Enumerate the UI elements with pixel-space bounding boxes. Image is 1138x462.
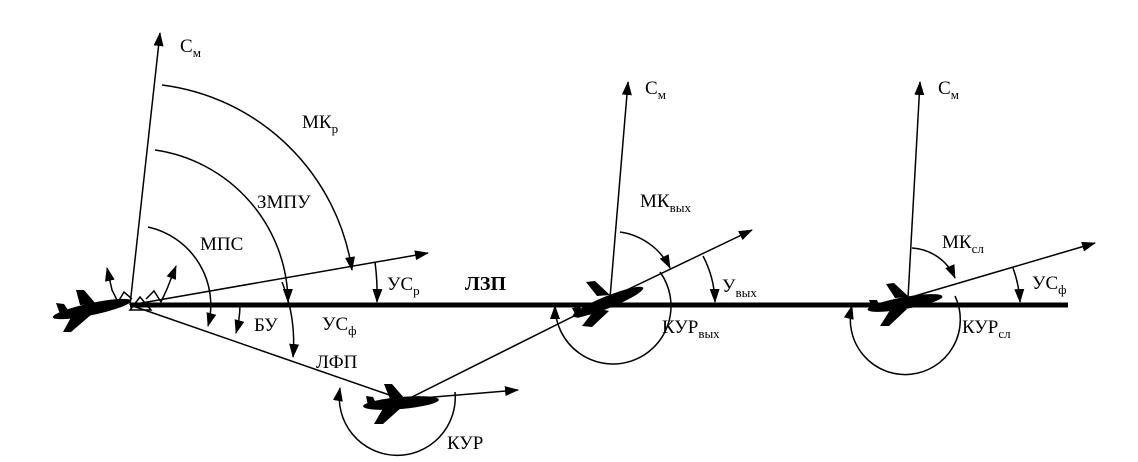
track-to-exit [397, 299, 607, 405]
label-zmpu: ЗМПУ [257, 192, 311, 213]
north-axis-1 [129, 32, 164, 306]
arc-mk-sl [911, 247, 956, 279]
label-mk-sl: МКсл [942, 232, 984, 256]
label-kur-vyh: КУРвых [662, 317, 720, 341]
arc-kur-sl [843, 295, 962, 376]
arc-kur [332, 387, 456, 457]
arc-us-f-1 [281, 281, 300, 358]
arc-kur-vyh [550, 271, 672, 365]
arc-us-r [372, 261, 383, 303]
label-north-1: См [180, 36, 201, 60]
label-us-f-1: УСф [322, 314, 357, 338]
label-kur: КУР [447, 433, 483, 454]
arc-mk-r [161, 84, 355, 271]
aircraft-icon-exit [572, 281, 644, 327]
label-north-3: См [938, 78, 959, 102]
label-lfp: ЛФП [316, 352, 358, 373]
arc-bu [234, 305, 245, 334]
label-u-vyh: Увых [722, 276, 757, 300]
aircraft-icon-start [52, 290, 132, 332]
arc-mk-vyh [619, 231, 671, 269]
heading-line-1 [129, 250, 429, 306]
label-mk-r: МКр [302, 112, 338, 136]
label-mk-vyh: МКвых [640, 191, 691, 215]
arc-us-f-2 [1012, 267, 1025, 303]
north-axis-3 [907, 81, 925, 299]
aircraft-icon-following [867, 283, 943, 326]
label-bu: БУ [254, 315, 278, 336]
aircraft-icon-kur [363, 384, 439, 424]
north-axis-2 [609, 81, 632, 299]
label-mps: МПС [200, 234, 243, 255]
label-us-r: УСр [387, 274, 420, 298]
arc-mps [147, 226, 217, 327]
heading-line-following [907, 241, 1096, 299]
label-lzp: ЛЗП [465, 273, 506, 295]
arc-u-vyh [702, 255, 720, 303]
label-kur-sl: КУРсл [962, 317, 1011, 341]
label-north-2: См [645, 78, 666, 102]
label-us-f-2: УСф [1032, 273, 1067, 297]
arc-zmpu [154, 149, 293, 303]
actual-track-line-lfp [129, 304, 399, 399]
heading-line-exit [609, 229, 753, 299]
